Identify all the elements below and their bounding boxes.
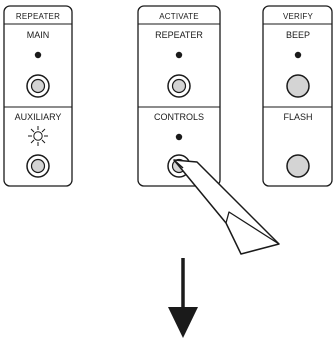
main-button[interactable] — [26, 74, 50, 98]
panel-header: VERIFY — [283, 12, 314, 21]
indicator-dot — [175, 51, 183, 59]
section-label-flash: FLASH — [283, 112, 312, 122]
section-label-main: MAIN — [27, 30, 50, 40]
auxiliary-button[interactable] — [26, 154, 50, 178]
section-label-repeater: REPEATER — [155, 30, 203, 40]
indicator-dot — [294, 51, 302, 59]
section-label-controls: CONTROLS — [154, 112, 204, 122]
indicator-dot — [175, 133, 183, 141]
sun-light-icon — [28, 126, 48, 146]
panel-repeater: REPEATER MAIN AUXILIARY — [3, 5, 73, 187]
pen-stylus-icon — [173, 159, 280, 255]
arrow-down-icon — [168, 258, 198, 338]
flash-button[interactable] — [286, 154, 310, 178]
panel-header: REPEATER — [16, 12, 60, 21]
section-label-auxiliary: AUXILIARY — [15, 112, 62, 122]
repeater-button[interactable] — [167, 74, 191, 98]
section-label-beep: BEEP — [286, 30, 310, 40]
beep-button[interactable] — [286, 74, 310, 98]
indicator-dot — [34, 51, 42, 59]
panel-verify: VERIFY BEEP FLASH — [262, 5, 333, 187]
panel-activate: ACTIVATE REPEATER CONTROLS — [137, 5, 221, 187]
panel-header: ACTIVATE — [159, 12, 199, 21]
